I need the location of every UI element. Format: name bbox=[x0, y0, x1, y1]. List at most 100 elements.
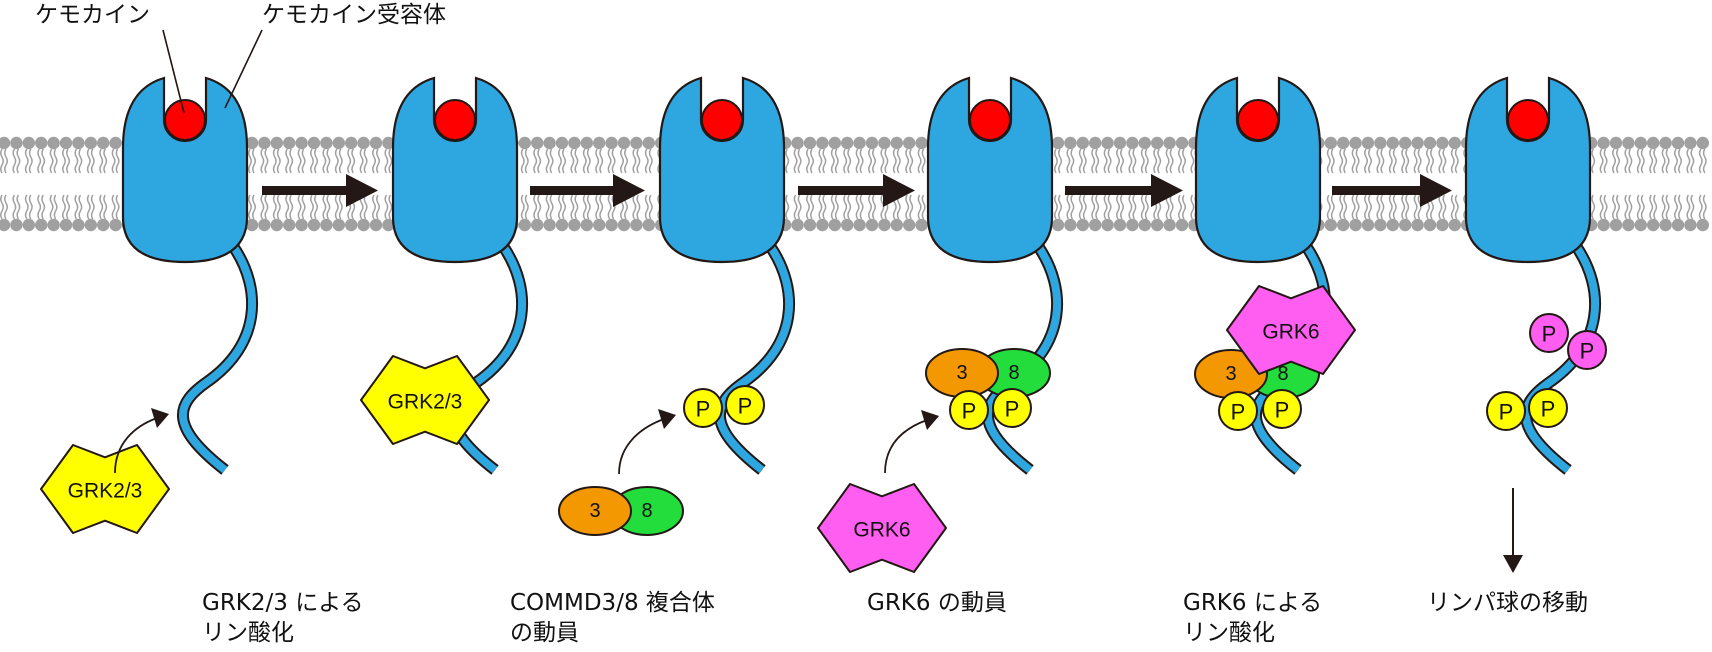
lipid-tail bbox=[0, 148, 4, 174]
lipid-head bbox=[35, 136, 48, 150]
phosphate-label: P bbox=[738, 394, 753, 419]
lipid-tail bbox=[111, 194, 116, 220]
lipid-head bbox=[22, 136, 35, 150]
lipid-head bbox=[555, 218, 569, 232]
lipid-tail bbox=[1640, 148, 1645, 174]
lipid-tail bbox=[599, 148, 604, 174]
lipid bbox=[0, 136, 11, 232]
step-arrows-layer bbox=[262, 174, 1452, 207]
lipid bbox=[1126, 136, 1139, 232]
lipid-head bbox=[1349, 136, 1362, 150]
lipid-tail bbox=[1082, 194, 1087, 220]
lipid-tail bbox=[1636, 148, 1641, 174]
lipid-head bbox=[903, 218, 916, 232]
lipid-tail bbox=[90, 194, 95, 220]
lipid-tail bbox=[4, 148, 8, 174]
lipid-head bbox=[258, 218, 271, 232]
lipid-tail bbox=[1355, 194, 1360, 220]
lipid-tail bbox=[1058, 148, 1062, 174]
lipid-head bbox=[1448, 218, 1462, 232]
step-arrow-2 bbox=[530, 174, 645, 207]
lipid-tail bbox=[252, 194, 256, 220]
lipid-tail bbox=[1603, 194, 1608, 220]
phosphate-circle bbox=[1529, 313, 1569, 353]
lipid-tail bbox=[1665, 148, 1670, 174]
lipid-tail bbox=[1355, 148, 1360, 174]
commd3-label: 3 bbox=[956, 362, 967, 384]
lipid-head bbox=[1051, 136, 1065, 150]
grk6-free: GRK6 bbox=[817, 483, 947, 573]
lipid bbox=[518, 136, 531, 232]
lipid-tail bbox=[549, 194, 554, 220]
kinase-label: GRK2/3 bbox=[388, 391, 463, 414]
lipid-tail bbox=[1417, 194, 1422, 220]
lipid-head bbox=[531, 218, 544, 232]
lipid-head bbox=[791, 136, 804, 150]
phosphate-grk6-2: P bbox=[1567, 330, 1607, 370]
lipid-tail bbox=[520, 194, 525, 220]
lipid-head bbox=[59, 136, 73, 150]
migration-arrow-head bbox=[1503, 555, 1523, 573]
lipid-tail bbox=[611, 148, 616, 174]
lipid-tail bbox=[297, 194, 302, 220]
lipid-tail bbox=[276, 148, 281, 174]
lipid-tail bbox=[1599, 148, 1604, 174]
phosphate-circle bbox=[725, 385, 765, 425]
lipid-tail bbox=[1107, 148, 1112, 174]
lipid-head bbox=[1399, 218, 1412, 232]
phosphate-grk23-3: P bbox=[949, 390, 989, 430]
lipid-head bbox=[1647, 218, 1660, 232]
lipid bbox=[84, 136, 98, 232]
lipid-tail bbox=[376, 194, 380, 220]
lipid bbox=[1089, 136, 1102, 232]
lipid-head bbox=[1138, 218, 1152, 232]
lipid-head bbox=[320, 218, 333, 232]
lipid-tail bbox=[533, 194, 538, 220]
lipid-tail bbox=[644, 194, 649, 220]
lipid-tail bbox=[1392, 194, 1397, 220]
lipid-tail bbox=[359, 148, 364, 174]
lipid-tail bbox=[847, 148, 852, 174]
lipid-head bbox=[903, 136, 916, 150]
lipid-head bbox=[841, 218, 854, 232]
receptor-body bbox=[121, 76, 249, 264]
lipid-tail bbox=[1120, 194, 1124, 220]
lipid-tail bbox=[1426, 148, 1430, 174]
lipid-tail bbox=[806, 194, 810, 220]
lipid-head bbox=[630, 136, 643, 150]
lipid-head bbox=[1622, 136, 1635, 150]
caption-step1-line1: GRK2/3 による bbox=[202, 590, 364, 616]
commd8-label: 8 bbox=[1008, 362, 1019, 384]
lipid-head bbox=[1175, 218, 1189, 232]
lipid-tail bbox=[1116, 194, 1120, 220]
lipid-tail bbox=[1132, 148, 1137, 174]
lipid-head bbox=[1175, 136, 1189, 150]
lipid-tail bbox=[1058, 194, 1062, 220]
lipid-tail bbox=[1182, 148, 1186, 174]
lipid-head bbox=[841, 136, 854, 150]
lipid-tail bbox=[297, 148, 302, 174]
lipid bbox=[1411, 136, 1424, 232]
lipid-head bbox=[1113, 136, 1127, 150]
lipid-tail bbox=[115, 148, 120, 174]
lipid-tail bbox=[797, 148, 802, 174]
lipid-head bbox=[642, 136, 655, 150]
lipid-tail bbox=[1401, 148, 1406, 174]
receptors-layer bbox=[121, 76, 1602, 475]
lipid-head bbox=[865, 136, 879, 150]
lipid-head bbox=[1374, 136, 1387, 150]
lipid-tail bbox=[1628, 148, 1633, 174]
lipid-tail bbox=[1095, 194, 1100, 220]
lipid-tail bbox=[1612, 148, 1616, 174]
lipid-head bbox=[617, 218, 631, 232]
lipid-tail bbox=[74, 194, 79, 220]
lipid-tail bbox=[78, 194, 83, 220]
lipid-tail bbox=[1628, 194, 1633, 220]
lipid-head bbox=[1361, 218, 1375, 232]
lipid-head bbox=[357, 136, 370, 150]
lipid bbox=[245, 136, 259, 232]
lipid-head bbox=[245, 136, 259, 150]
lipid-tail bbox=[1616, 148, 1620, 174]
lipid-tail bbox=[0, 194, 4, 220]
step-arrow-1 bbox=[262, 174, 378, 207]
